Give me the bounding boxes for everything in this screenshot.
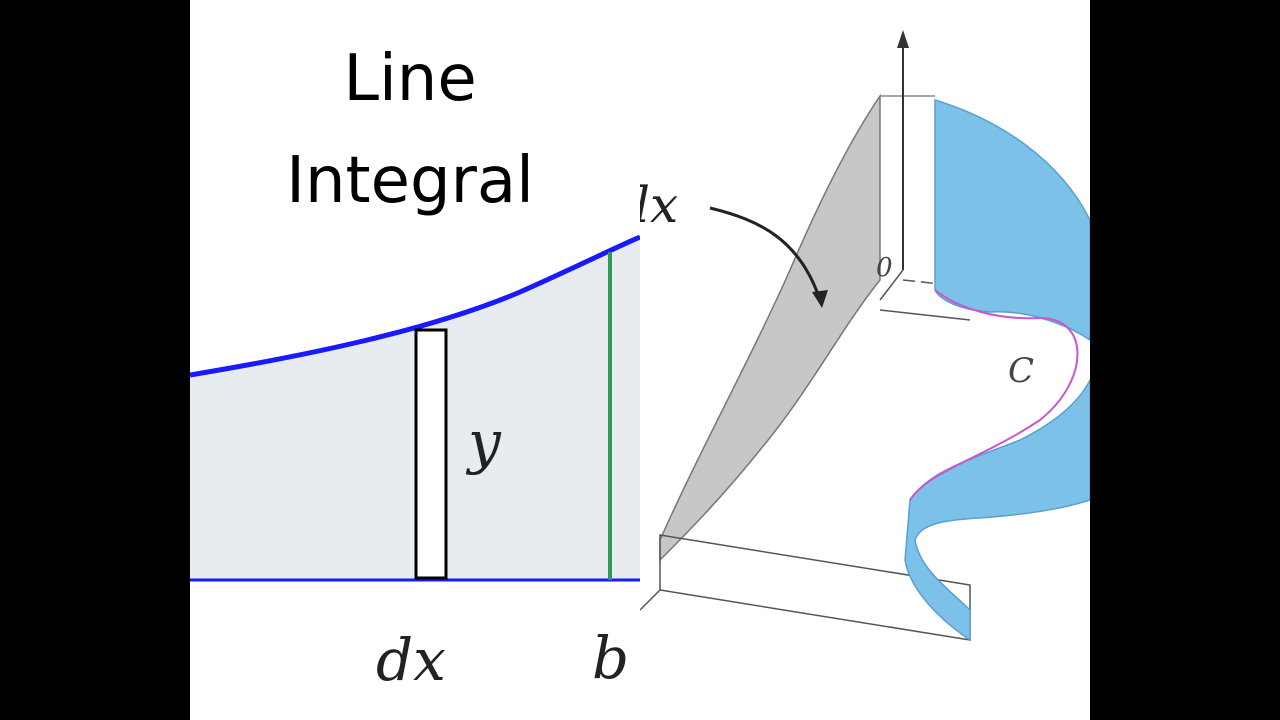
floor-line-3: [879, 309, 971, 321]
curved-arrow: [709, 206, 822, 301]
curve-c-label: C: [1008, 351, 1034, 391]
label-y: y: [465, 408, 502, 476]
projection-sheet: [659, 93, 881, 562]
surface-over-curve-top: [934, 98, 1090, 341]
label-dx-cropped: lx: [640, 176, 678, 234]
axis-label-z: z: [871, 29, 886, 59]
slide: y dx b z 0 C lx Line Integral: [190, 0, 1090, 720]
origin-label: 0: [876, 253, 893, 283]
label-dx: dx: [376, 626, 446, 694]
floor-line-1: [879, 269, 904, 301]
curved-arrow-head: [812, 290, 828, 308]
curve-c: [909, 289, 1079, 501]
curve-y-of-x: [190, 234, 640, 378]
dx-strip: [414, 328, 448, 580]
surface-over-curve-bottom: [904, 379, 1090, 642]
title-line-1: Line: [343, 42, 477, 116]
title-line-2: Integral: [286, 144, 534, 218]
line-integral-surface-figure: z 0 C lx: [640, 29, 1090, 642]
area-under-curve-figure: y dx b: [190, 234, 640, 694]
label-b: b: [592, 624, 629, 692]
slide-title: Line Integral: [274, 28, 546, 232]
z-axis-arrowhead: [897, 30, 909, 48]
